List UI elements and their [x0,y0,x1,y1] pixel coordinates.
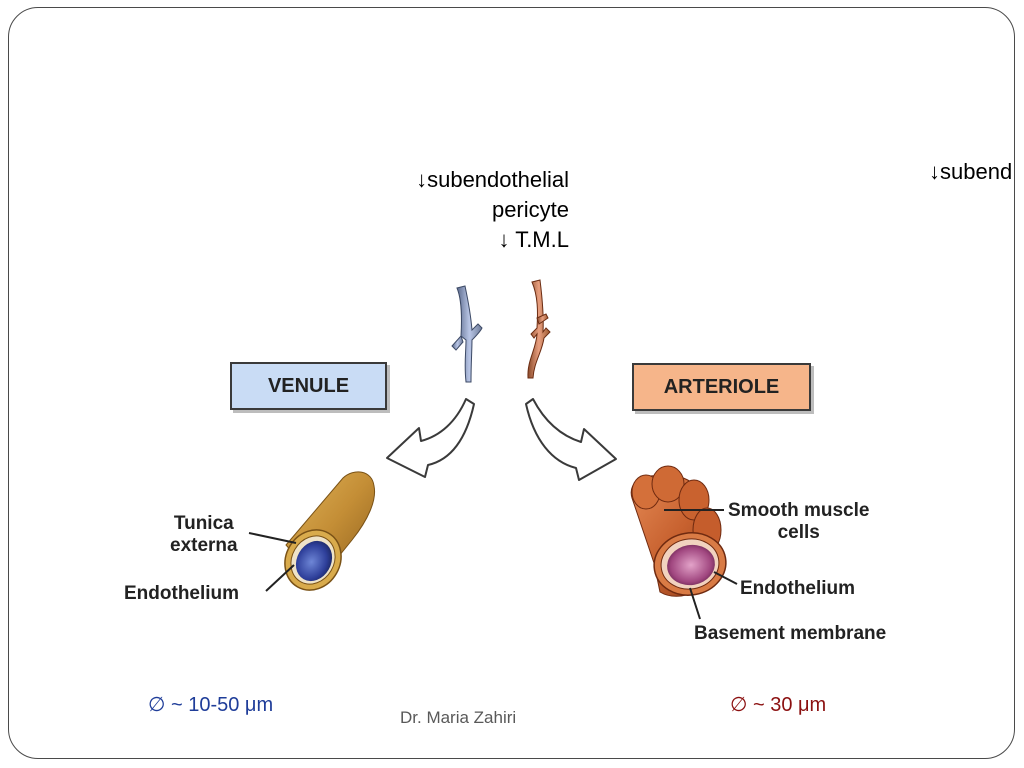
smooth-muscle-label: Smooth muscle cells [728,500,870,543]
arteriole-diameter: ∅ ~ 30 μm [730,694,827,716]
arteriole-notes: ↓subend [929,157,1012,187]
arrow-to-venule-icon [386,398,475,478]
note-line-3: ↓ T.M.L [498,227,569,252]
slide-frame [8,7,1015,759]
venule-branch-icon [451,285,483,383]
note-line-1: ↓subend [929,159,1013,184]
venule-notes: ↓subendothelial pericyte ↓ T.M.L [416,165,569,255]
note-line-2: pericyte [491,197,569,222]
author-footer: Dr. Maria Zahiri [400,708,517,727]
arteriole-tube-illustration [630,465,727,597]
basement-membrane-label: Basement membrane [694,623,887,644]
venule-diameter: ∅ ~ 10-50 μm [148,694,274,716]
arteriole-box: ARTERIOLE [632,363,811,411]
venule-endothelium-label: Endothelium [124,583,240,604]
arrow-to-arteriole-icon [525,398,617,481]
venule-tube-illustration [284,471,376,591]
venule-box: VENULE [230,362,387,410]
arteriole-endothelium-label: Endothelium [740,578,856,599]
tunica-externa-label: Tunica externa [170,513,238,556]
arteriole-branch-icon [527,279,551,379]
note-line-1: ↓subendothelial [416,167,569,192]
